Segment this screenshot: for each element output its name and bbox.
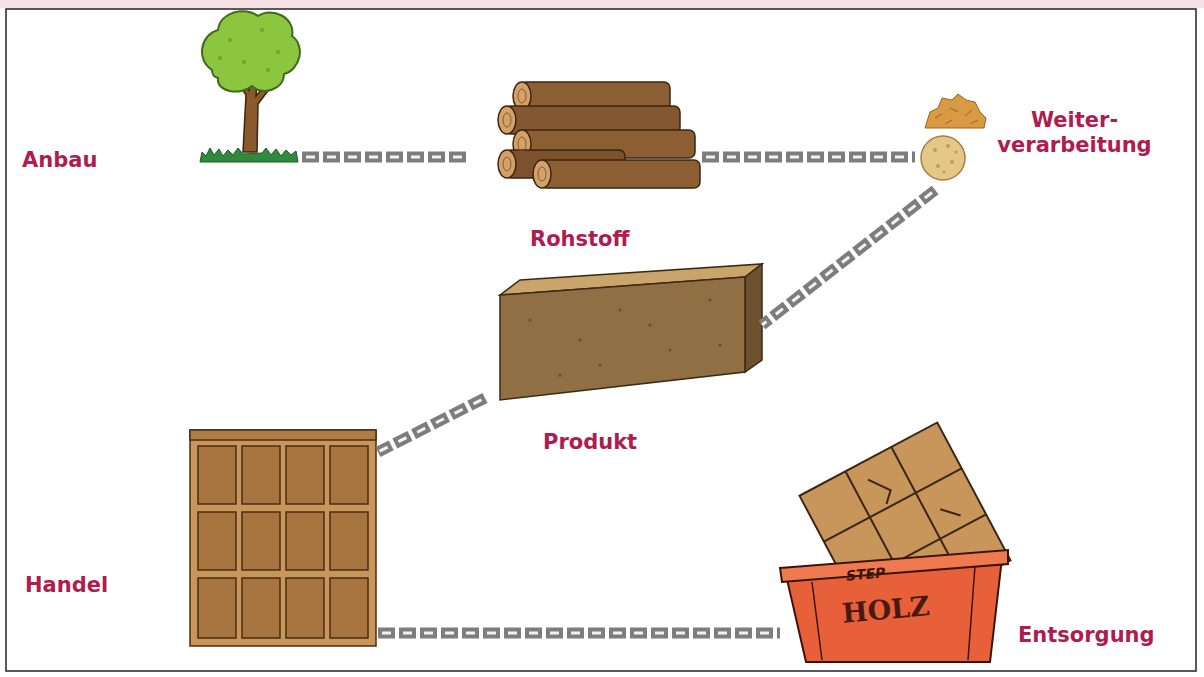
cabinet-top: [190, 430, 376, 440]
log-rings: [503, 89, 546, 181]
stage-node: Handel: [20, 425, 378, 650]
stage-label: Produkt: [543, 430, 683, 455]
tree-illustration: [200, 11, 300, 162]
stage-node: Weiter- verarbeitung: [915, 90, 1167, 190]
stage-node: Anbau: [20, 5, 302, 175]
chain-link-hole: [378, 631, 780, 634]
stage-label: Entsorgung: [1018, 623, 1168, 648]
chain-link-hole: [302, 155, 470, 158]
tree-crown: [202, 11, 300, 91]
log: [540, 160, 700, 188]
stage-node: Produkt: [485, 265, 762, 465]
log-end: [533, 160, 551, 188]
stage-node: Entsorgung: [780, 465, 1170, 665]
chain-link-hole: [762, 190, 935, 325]
stage-label: Anbau: [22, 148, 142, 173]
chain-group: [702, 156, 915, 157]
chip-marks: [935, 108, 978, 124]
grass: [200, 148, 298, 162]
chain-group: [762, 190, 935, 325]
wood-chips-illustration: [921, 94, 986, 180]
chain-connector: [762, 190, 935, 325]
board-side: [745, 264, 762, 372]
chain-connector: [378, 627, 780, 638]
chain-group: [378, 632, 780, 633]
board-front: [500, 277, 745, 400]
cabinet-body: [190, 430, 376, 646]
board-speckles: [529, 299, 722, 377]
board-illustration: [500, 264, 762, 400]
sawdust-ball: [921, 136, 965, 180]
container-ribs: [812, 566, 975, 660]
chip-pile: [925, 94, 986, 128]
cabinet-illustration: [190, 430, 376, 646]
log-end: [498, 150, 516, 178]
stage-label: Weiter- verarbeitung: [987, 108, 1162, 158]
chain-link-hole: [702, 155, 915, 158]
chain-link-hole: [378, 398, 485, 452]
stage-node: Rohstoff: [470, 40, 702, 255]
chain-group: [302, 156, 470, 157]
frame: [6, 9, 1196, 671]
cabinet-doors: [198, 446, 368, 638]
top-band: [0, 0, 1204, 8]
chain-connector: [302, 151, 470, 162]
chain-group: [378, 398, 485, 452]
stage-label: Rohstoff: [530, 227, 670, 252]
chain-connector: [702, 151, 915, 162]
container-brand: STEP: [845, 564, 886, 583]
chain-connector: [378, 398, 485, 452]
stage-label: Handel: [25, 573, 145, 598]
crown-dots: [218, 28, 280, 72]
logs-illustration: [498, 82, 700, 188]
container-illustration: [780, 423, 1010, 662]
ball-texture: [933, 144, 958, 174]
log-end: [498, 106, 516, 134]
